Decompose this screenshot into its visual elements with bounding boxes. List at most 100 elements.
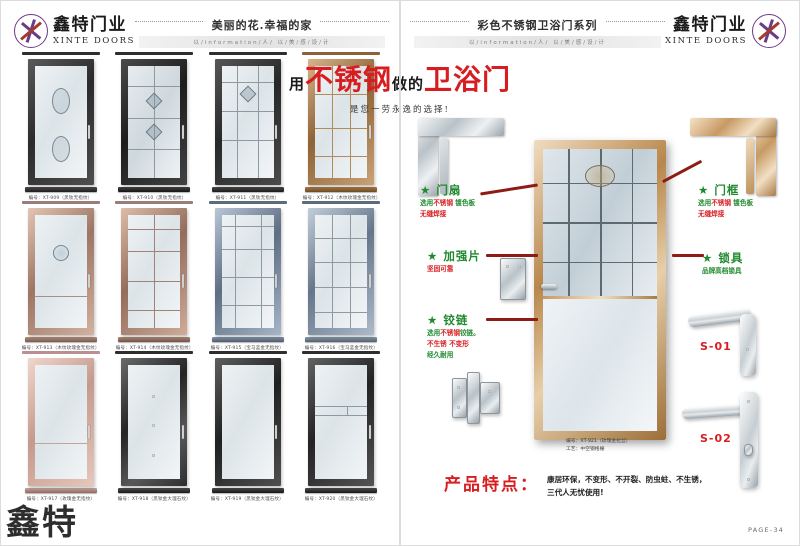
door-cell[interactable]: 编号：XT-914（木纹玫瑰金无指纹） (108, 201, 202, 351)
left-page-header: 鑫特门业 XINTE DOORS 美丽的花.幸福的家 以/information… (14, 10, 389, 52)
door-cell[interactable]: 编号：XT-917（玫瑰金无指纹） (14, 351, 108, 502)
door-handle-icon (88, 274, 91, 289)
callout-door-frame: ★ 门框 选用不锈钢 镀色板 无缝焊接 (698, 182, 753, 220)
door-glass (128, 215, 181, 328)
door-thumbnail[interactable] (27, 59, 94, 185)
xinte-logo-icon (752, 14, 786, 48)
door-thumbnail[interactable] (121, 358, 188, 486)
brand-logo-group: 鑫特门业 XINTE DOORS (14, 14, 135, 48)
door-code-label: 编号：XT-915（宝马蓝金无指纹） (211, 346, 285, 351)
door-thumbnail[interactable] (308, 358, 375, 486)
door-header-cap (302, 351, 381, 354)
door-thumbnail[interactable] (308, 208, 375, 335)
door-thumbnail[interactable] (308, 59, 375, 185)
door-code-label: 编号：XT-919（黑钛金大理石纹） (211, 497, 285, 502)
door-header-cap (208, 351, 287, 354)
door-handle-icon (181, 274, 184, 289)
callout-reinforcement-title: ★ 加强片 (427, 249, 481, 263)
door-base (24, 488, 97, 493)
door-handle-icon (181, 124, 184, 139)
callout-hinge-line3: 经久耐用 (427, 350, 454, 359)
left-header-title: 美丽的花.幸福的家 (203, 17, 321, 33)
door-code-label: 编号：XT-911（黑钛无指纹） (215, 196, 280, 201)
door-thumbnail[interactable] (214, 59, 281, 185)
door-handle-icon (88, 124, 91, 139)
door-base (305, 337, 378, 342)
watermark-logo: 鑫特 (6, 503, 78, 543)
page-spine (399, 0, 401, 546)
hero-title-red1: 不锈钢 (304, 63, 392, 96)
hero-door-handle-icon (541, 284, 557, 289)
left-header-subtitle: 以/information/人/ 以/美/感/设/计 (139, 36, 385, 48)
door-header-cap (21, 351, 100, 354)
door-cell[interactable]: 编号：XT-913（木纹玫瑰金无指纹） (14, 201, 108, 351)
hero-title-red2: 卫浴门 (424, 63, 512, 96)
hero-door-craft: 工艺：中空钢格栅 (566, 447, 605, 453)
door-base (305, 187, 378, 192)
callout-lock: ★ 锁具 品牌高档锁具 (702, 250, 743, 277)
reinforcement-plate-image (500, 258, 526, 300)
leader-line-reinforce (486, 254, 538, 257)
door-cell[interactable]: 编号：XT-920（黑钛金大理石纹） (295, 351, 389, 502)
hero-door-image[interactable] (534, 140, 666, 440)
door-handle-icon (368, 124, 371, 139)
frame-corner-sample-silver (418, 118, 504, 196)
callout-door-frame-title: ★ 门框 (698, 183, 740, 197)
door-thumbnail[interactable] (121, 208, 188, 335)
brand-name-en: XINTE DOORS (53, 35, 135, 46)
door-cell[interactable]: 编号：XT-910（黑钛无指纹） (108, 52, 202, 201)
callout-door-leaf-line2: 无缝焊接 (420, 209, 447, 218)
page-number: PAGE-34 (748, 526, 784, 534)
callout-reinforcement-line1: 坚固可靠 (427, 265, 454, 273)
handle-s02-code: S-02 (700, 432, 732, 445)
right-header-subtitle: 以/information/人/ 以/美/感/设/计 (414, 36, 661, 48)
handle-s01-image (686, 308, 786, 378)
brand-logo-group: 鑫特门业 XINTE DOORS (665, 14, 786, 48)
door-thumbnail[interactable] (27, 358, 94, 486)
door-code-label: 编号：XT-913（木纹玫瑰金无指纹） (21, 346, 100, 351)
door-header-cap (302, 52, 381, 55)
door-base (24, 187, 97, 192)
door-cell[interactable]: 编号：XT-918（黑钛金大理石纹） (108, 351, 202, 502)
door-code-label: 编号：XT-910（黑钛无指纹） (122, 196, 187, 201)
leader-line-hinge (486, 318, 538, 321)
door-thumbnail[interactable] (121, 59, 188, 185)
door-cell[interactable]: 编号：XT-915（宝马蓝金无指纹） (201, 201, 295, 351)
door-header-cap (302, 201, 381, 204)
door-thumbnail[interactable] (214, 208, 281, 335)
door-thumbnail[interactable] (27, 208, 94, 335)
right-header-title: 彩色不锈钢卫浴门系列 (469, 17, 606, 33)
door-cell[interactable]: 编号：XT-911（黑钛无指纹） (201, 52, 295, 201)
door-cell[interactable]: 编号：XT-919（黑钛金大理石纹） (201, 351, 295, 502)
callout-hinge: ★ 铰链 选用不锈钢铰链。 不生锈 不变形 经久耐用 (427, 312, 480, 361)
door-cell[interactable]: 编号：XT-909（黑钛无指纹） (14, 52, 108, 201)
door-header-cap (21, 201, 100, 204)
door-thumbnail[interactable] (214, 358, 281, 486)
hero-glass-lower (543, 298, 657, 431)
door-cell[interactable]: 编号：XT-916（宝马蓝金无指纹） (295, 201, 389, 351)
door-glass (34, 365, 87, 479)
door-base (118, 488, 191, 493)
door-header-cap (208, 52, 287, 55)
door-header-cap (21, 52, 100, 55)
leader-line-lock (672, 254, 704, 257)
hero-door-glass (543, 149, 657, 431)
door-glass (221, 365, 274, 479)
door-code-label: 编号：XT-912（木纹玫瑰金无指纹） (302, 196, 381, 201)
door-base (211, 488, 284, 493)
door-handle-icon (181, 424, 184, 439)
door-cell[interactable]: 编号：XT-912（木纹玫瑰金无指纹） (295, 52, 389, 201)
brand-name-cn: 鑫特门业 (673, 14, 747, 35)
brand-name-cn: 鑫特门业 (53, 14, 127, 35)
door-glass (34, 215, 87, 328)
door-code-label: 编号：XT-916（宝马蓝金无指纹） (304, 346, 378, 351)
left-page: 鑫特门业 XINTE DOORS 美丽的花.幸福的家 以/information… (0, 0, 400, 546)
door-base (211, 337, 284, 342)
hero-title-pre: 用 (288, 75, 305, 93)
hero-glass-divider (543, 295, 657, 299)
callout-door-frame-line2: 无缝焊接 (698, 209, 725, 218)
door-handle-icon (88, 424, 91, 439)
door-base (211, 187, 284, 192)
callout-door-leaf-title: ★ 门扇 (420, 183, 462, 197)
product-features-text: 康居环保，不变形、不开裂、防虫蛀、不生锈， 三代人无忧使用! (547, 470, 706, 500)
